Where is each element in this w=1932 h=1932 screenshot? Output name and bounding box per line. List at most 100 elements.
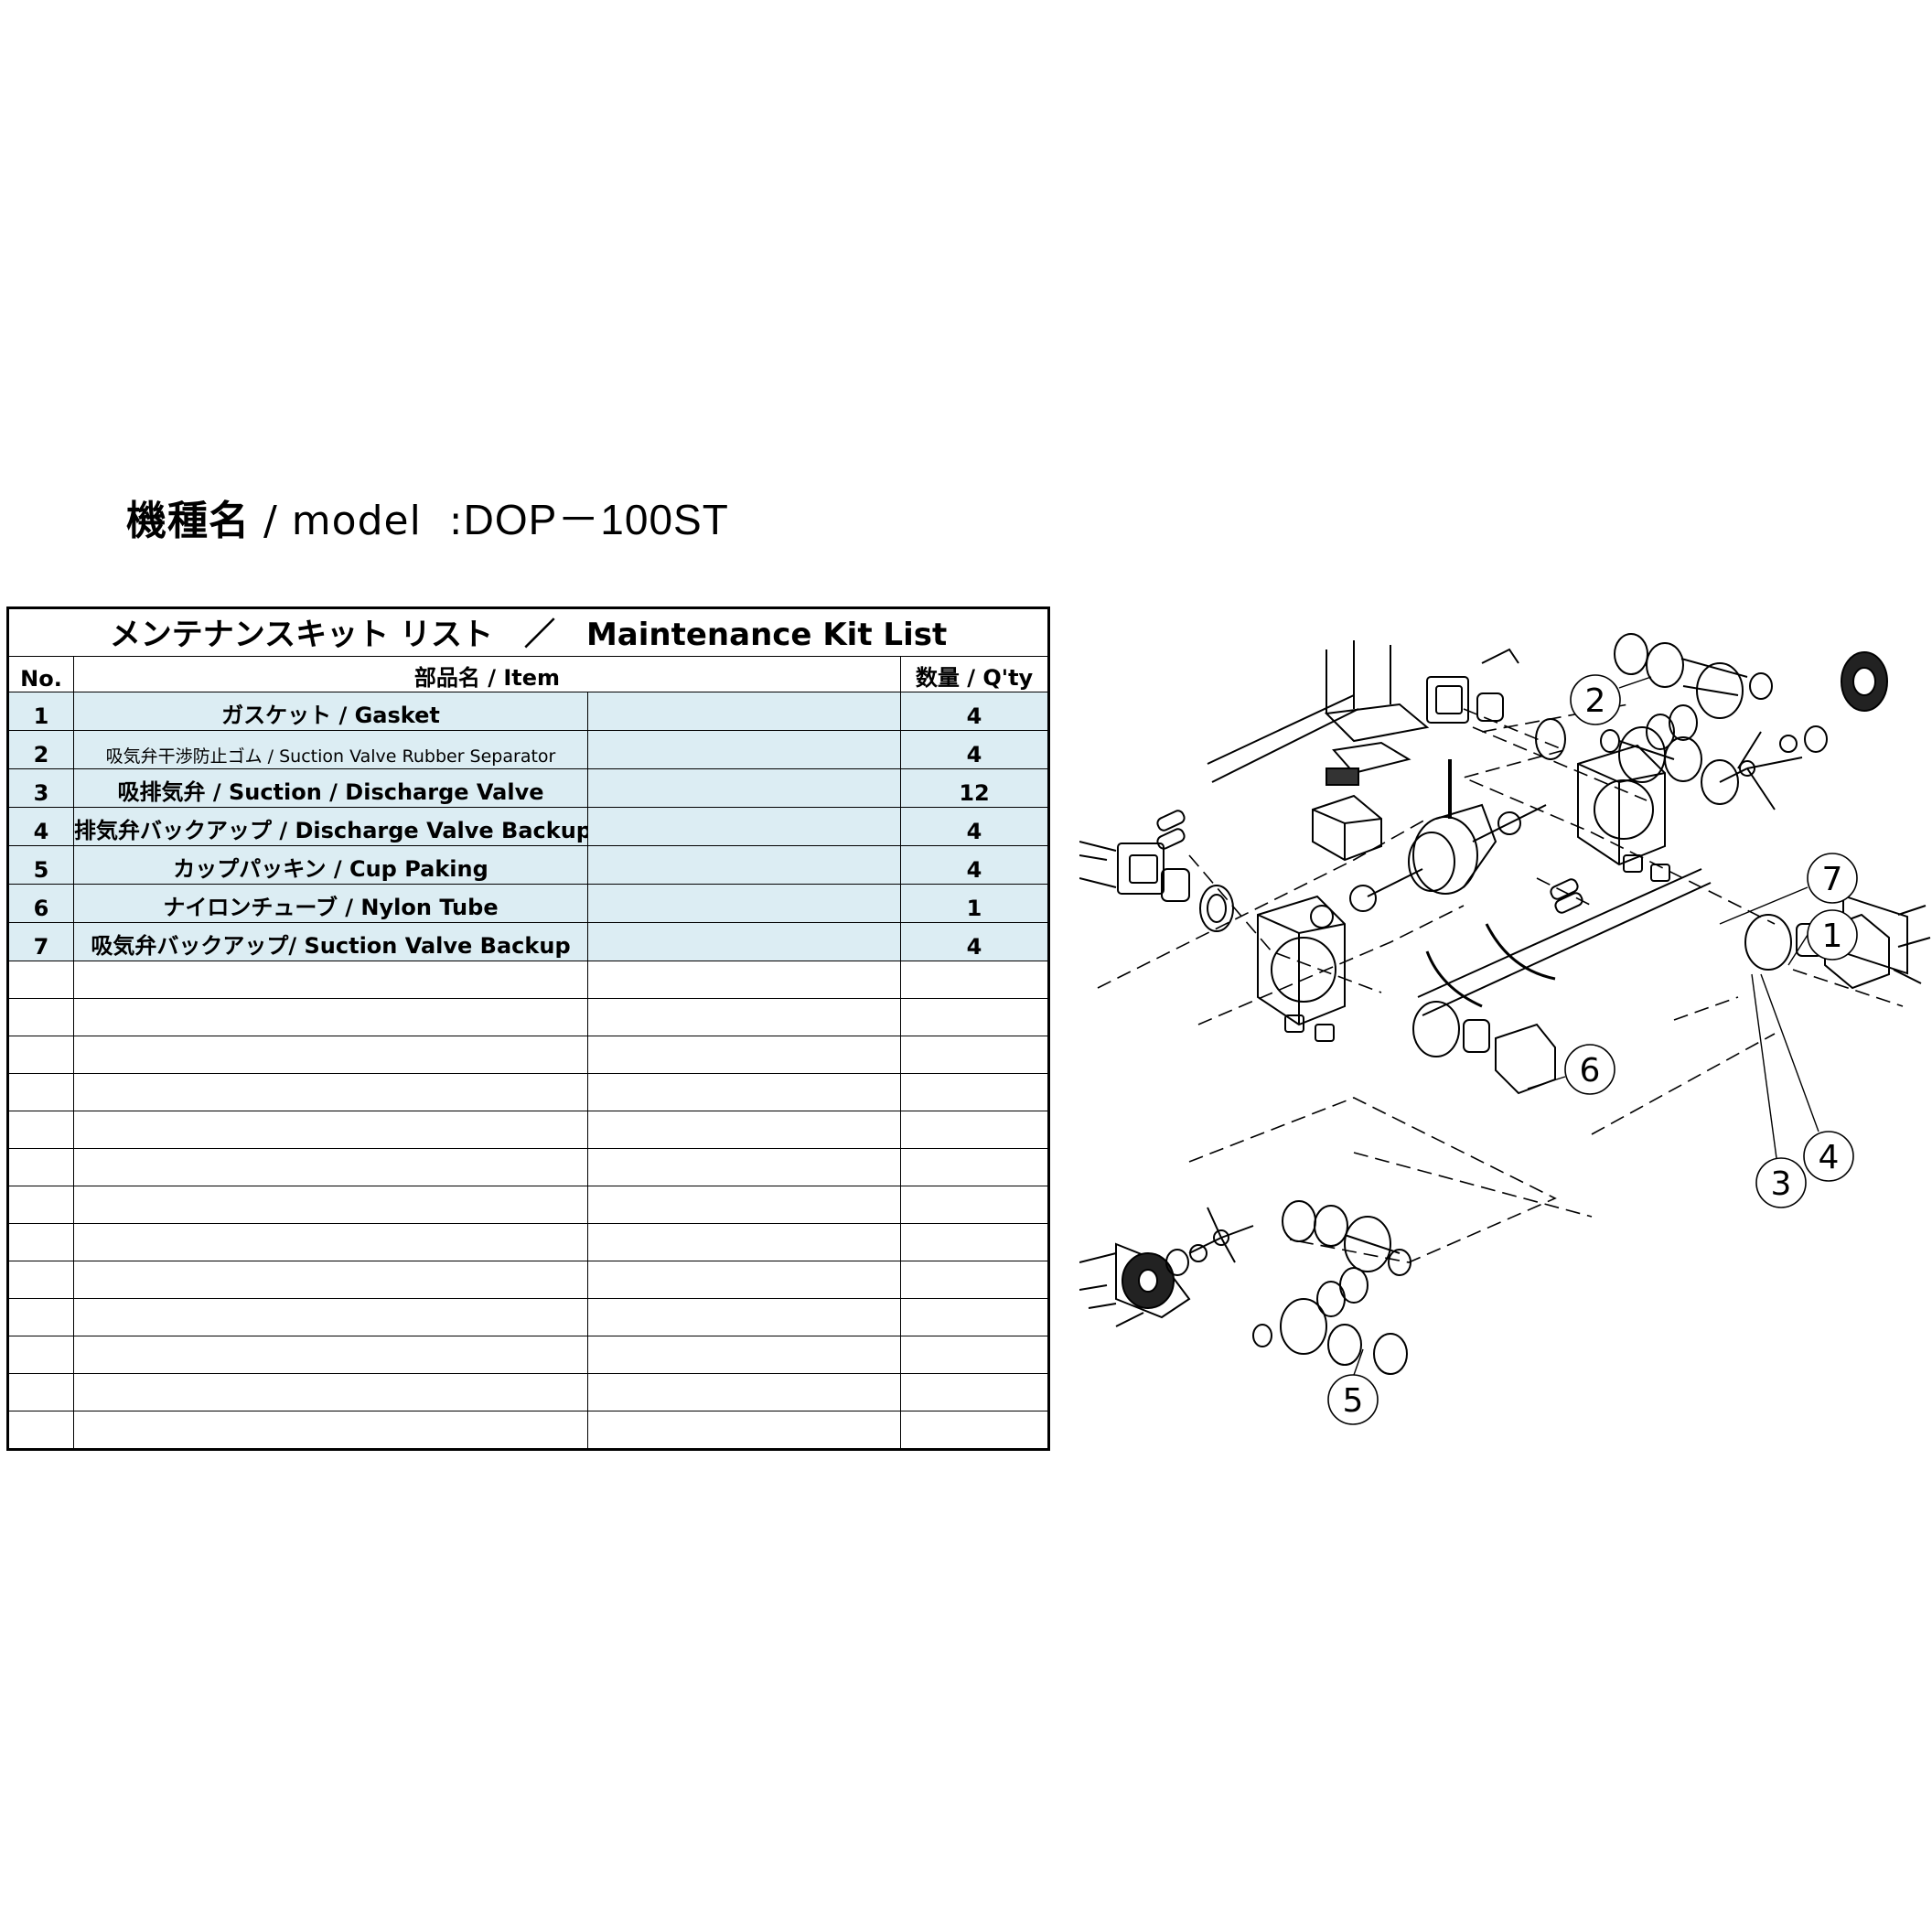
empty-cell [899, 961, 1050, 999]
row-blank [587, 845, 901, 885]
row-qty: 4 [899, 845, 1050, 885]
empty-cell [587, 1036, 901, 1074]
empty-cell [7, 961, 74, 999]
empty-cell [587, 1073, 901, 1111]
table-row: 7 吸気弁バックアップ/ Suction Valve Backup 4 [7, 922, 1050, 961]
empty-cell [7, 1336, 74, 1374]
svg-text:2: 2 [1585, 682, 1606, 720]
svg-text:7: 7 [1822, 861, 1843, 898]
empty-cell [73, 998, 588, 1036]
empty-cell [7, 998, 74, 1036]
svg-text:4: 4 [1819, 1139, 1840, 1176]
empty-cell [7, 1073, 74, 1111]
empty-cell [7, 1261, 74, 1299]
empty-cell [73, 1186, 588, 1224]
cylinder-head-left [1079, 841, 1190, 902]
crankcase-left [1199, 885, 1346, 1026]
callout-2: 2 [1570, 674, 1621, 725]
row-item: ナイロンチューブ / Nylon Tube [73, 884, 588, 923]
table-row: 1 ガスケット / Gasket 4 [7, 692, 1050, 731]
maintenance-kit-table: メンテナンスキット リスト ／ Maintenance Kit List No.… [6, 606, 1051, 1451]
empty-cell [587, 1111, 901, 1149]
empty-cell [73, 1111, 588, 1149]
svg-text:1: 1 [1822, 918, 1843, 955]
connecting-rods-bottom [1252, 1200, 1411, 1375]
row-blank [587, 807, 901, 846]
row-blank [587, 692, 901, 731]
empty-cell [899, 1223, 1050, 1261]
empty-cell [587, 1336, 901, 1374]
model-label-jp: 機種名 [126, 498, 250, 544]
table-row: 2 吸気弁干渉防止ゴム / Suction Valve Rubber Separ… [7, 730, 1050, 769]
callout-leaders [1353, 676, 1819, 1376]
callout-5: 5 [1327, 1374, 1379, 1425]
empty-cell [7, 1298, 74, 1336]
row-blank [587, 922, 901, 961]
callout-6: 6 [1564, 1044, 1615, 1095]
empty-cell [899, 1148, 1050, 1186]
callout-4: 4 [1803, 1131, 1854, 1182]
empty-cell [587, 1148, 901, 1186]
connecting-rods-top [1600, 633, 1773, 805]
row-qty: 1 [899, 884, 1050, 923]
row-no: 7 [7, 922, 74, 961]
junction-box [1312, 767, 1382, 862]
empty-cell [899, 1336, 1050, 1374]
empty-cell [73, 1036, 588, 1074]
column-header-no: No. [7, 656, 74, 692]
empty-cell [73, 1411, 588, 1450]
empty-cell [73, 961, 588, 999]
row-qty: 4 [899, 807, 1050, 846]
row-blank [587, 730, 901, 769]
empty-cell [899, 1111, 1050, 1149]
empty-table-row [7, 1036, 1050, 1074]
table-row: 4 排気弁バックアップ / Discharge Valve Backup 4 [7, 807, 1050, 846]
valve-plate-lower [1412, 1001, 1556, 1095]
cylinder-rods [1156, 694, 1712, 1016]
empty-cell [73, 1223, 588, 1261]
row-blank [587, 768, 901, 808]
empty-table-row [7, 1073, 1050, 1111]
empty-cell [73, 1373, 588, 1411]
empty-cell [899, 1298, 1050, 1336]
column-header-item: 部品名 / Item [73, 656, 901, 692]
empty-cell [7, 1373, 74, 1411]
empty-table-row [7, 1223, 1050, 1261]
cover-plate-top [1324, 640, 1430, 775]
empty-table-row [7, 1186, 1050, 1224]
empty-cell [587, 1261, 901, 1299]
empty-table-row [7, 1148, 1050, 1186]
callout-7: 7 [1807, 853, 1858, 904]
table-row: 5 カップパッキン / Cup Paking 4 [7, 845, 1050, 885]
svg-text:5: 5 [1343, 1382, 1364, 1420]
model-colon: : [421, 498, 464, 544]
empty-cell [7, 1036, 74, 1074]
row-qty: 4 [899, 730, 1050, 769]
row-qty: 4 [899, 922, 1050, 961]
row-item: カップパッキン / Cup Paking [73, 845, 588, 885]
svg-text:3: 3 [1771, 1165, 1792, 1203]
empty-table-row [7, 961, 1050, 999]
empty-table-row [7, 998, 1050, 1036]
fan-cover-bottom [1079, 1242, 1191, 1327]
empty-cell [7, 1111, 74, 1149]
empty-cell [899, 1186, 1050, 1224]
empty-cell [7, 1148, 74, 1186]
row-qty: 12 [899, 768, 1050, 808]
empty-cell [7, 1411, 74, 1450]
nylon-tube [1425, 923, 1556, 1008]
empty-table-row [7, 1111, 1050, 1149]
fan-top [1719, 725, 1828, 810]
empty-cell [899, 1073, 1050, 1111]
row-no: 6 [7, 884, 74, 923]
table-title-row: メンテナンスキット リスト ／ Maintenance Kit List [6, 607, 1050, 657]
crankcase-right [1535, 718, 1666, 866]
empty-cell [73, 1298, 588, 1336]
table-title: メンテナンスキット リスト ／ Maintenance Kit List [6, 607, 1050, 657]
table-header-row: No. 部品名 / Item 数量 / Q'ty [7, 656, 1050, 692]
rubber-feet [1284, 854, 1670, 1042]
fan-bottom [1165, 1207, 1254, 1276]
empty-table-row [7, 1261, 1050, 1299]
empty-cell [899, 1373, 1050, 1411]
row-no: 2 [7, 730, 74, 769]
